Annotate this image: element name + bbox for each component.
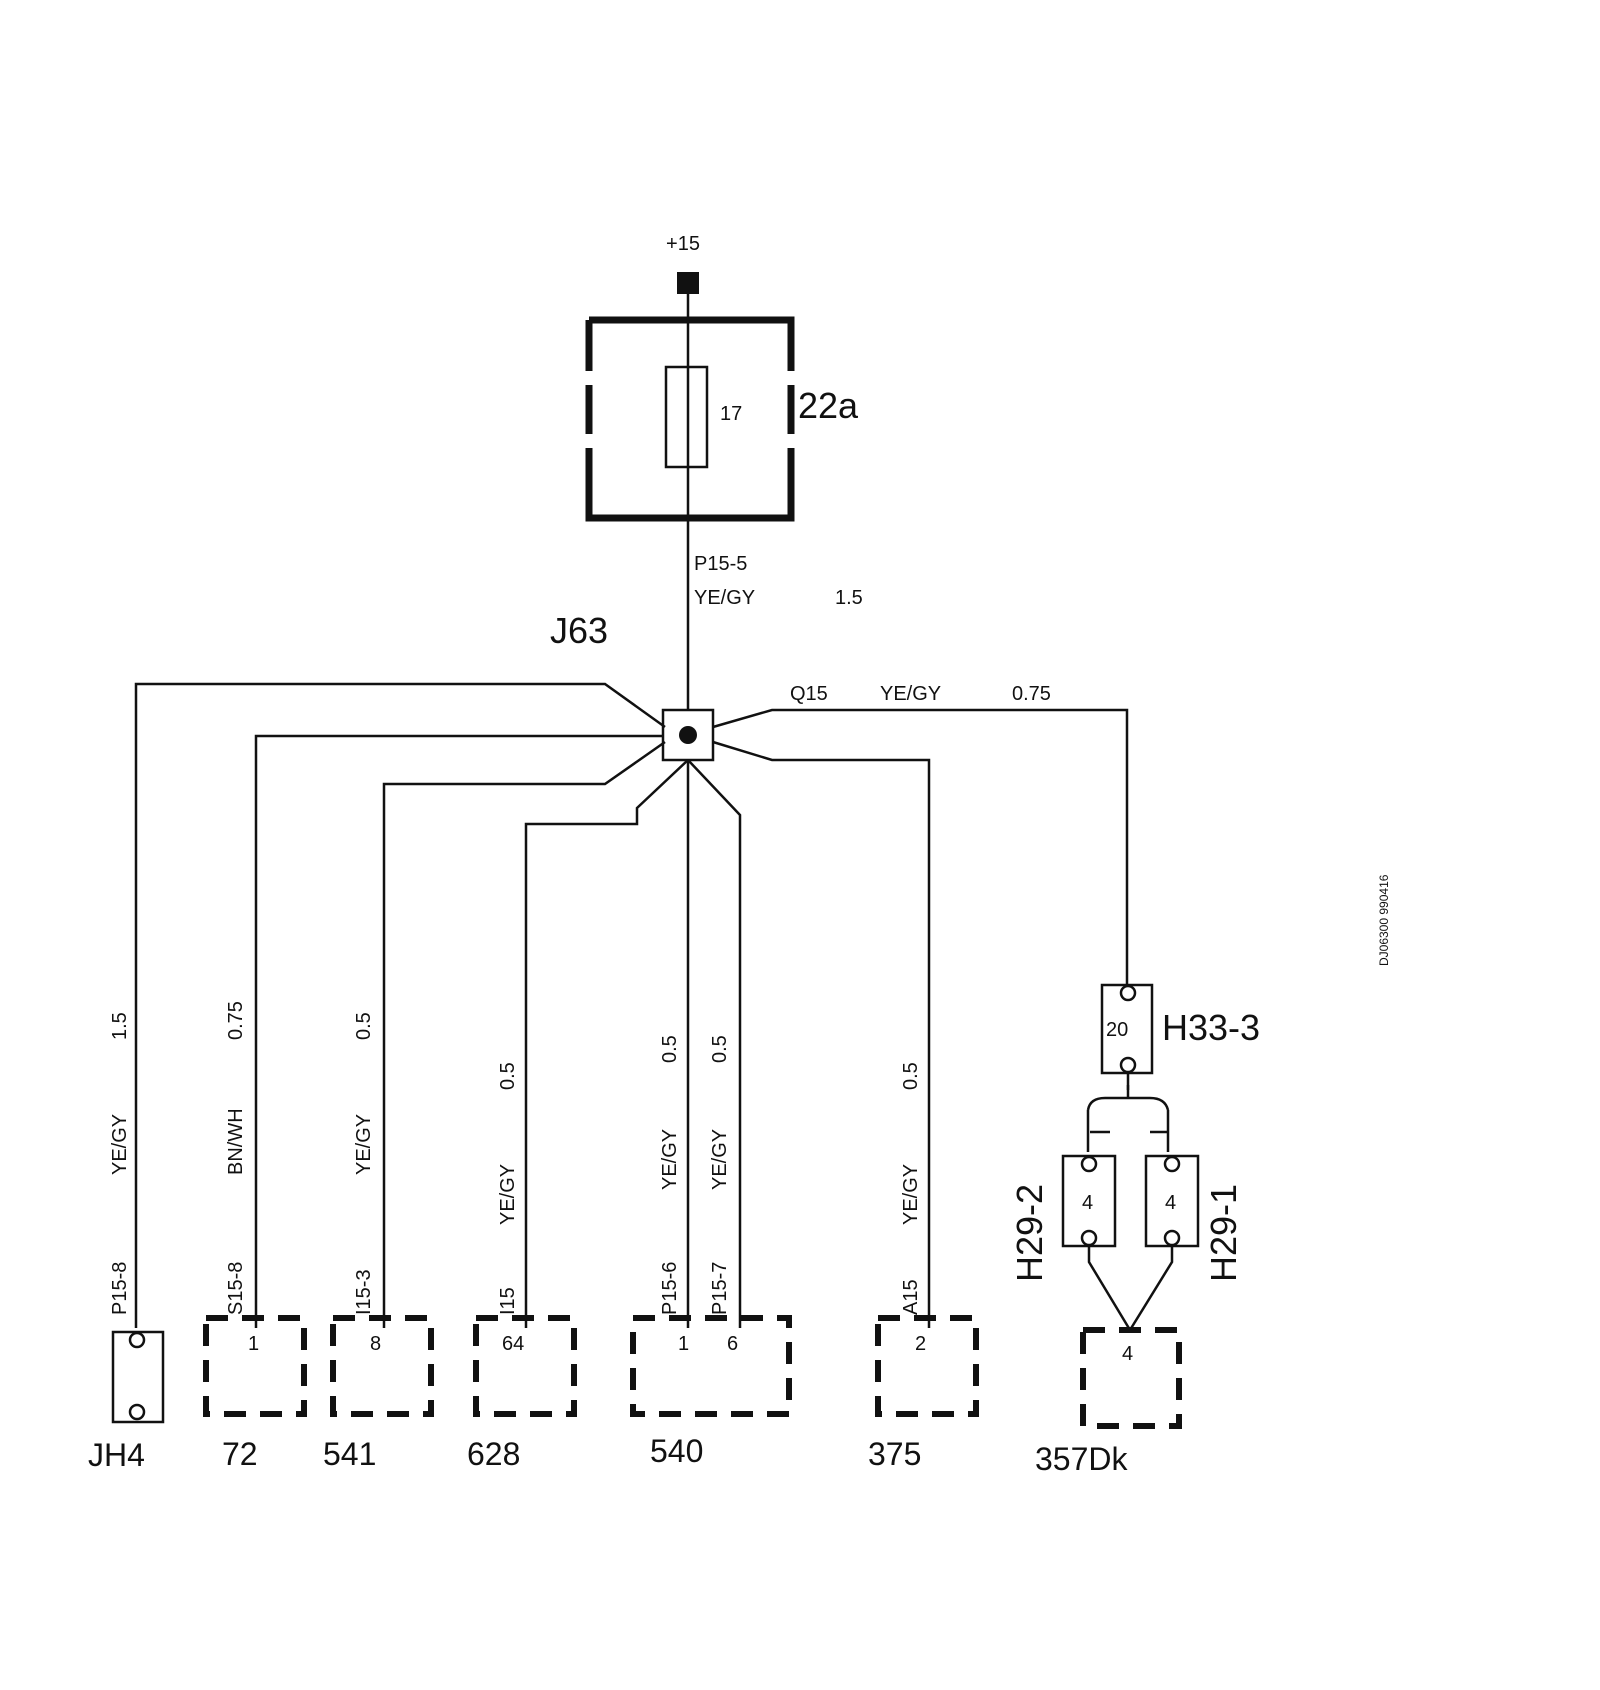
component-540: 1 6 540 — [630, 1315, 792, 1469]
pin-number: 64 — [502, 1333, 524, 1355]
branch-code: P15-8 — [109, 1262, 131, 1315]
branch-color: YE/GY — [109, 1114, 131, 1175]
branch-code: P15-6 — [659, 1262, 681, 1315]
q15-color: YE/GY — [880, 683, 941, 705]
supply-wire-size: 1.5 — [835, 587, 863, 609]
pin-number: 4 — [1122, 1343, 1133, 1365]
connector-label: H33-3 — [1162, 1007, 1260, 1048]
q15-size: 0.75 — [1012, 683, 1051, 705]
component-628: 64 628 — [467, 1315, 577, 1472]
branch-color: BN/WH — [225, 1108, 247, 1175]
connector-h29-2: 4 H29-2 — [1009, 1154, 1117, 1282]
pin-number: 2 — [915, 1333, 926, 1355]
component-label: 72 — [222, 1436, 258, 1472]
component-label: 375 — [868, 1436, 921, 1472]
branch-6-labels: 0.5 YE/GY A15 — [900, 1062, 922, 1315]
branch-size: 0.5 — [659, 1035, 681, 1063]
branch-1-labels: 0.75 BN/WH S15-8 — [225, 1001, 247, 1315]
component-label: 357Dk — [1035, 1441, 1129, 1477]
branch-size: 0.5 — [497, 1062, 519, 1090]
h29-merge-wires — [1087, 1245, 1174, 1333]
pin-number: 6 — [727, 1333, 738, 1355]
fuse-box-22a: 17 22a — [585, 316, 859, 522]
supply-label: +15 — [666, 233, 700, 255]
supply-wire-code: P15-5 — [694, 553, 747, 575]
h29-bracket — [1086, 1072, 1170, 1152]
branch-size: 0.5 — [900, 1062, 922, 1090]
pin-number: 4 — [1165, 1192, 1176, 1214]
component-375: 2 375 — [868, 1315, 979, 1472]
branch-2-labels: 0.5 YE/GY I15-3 — [353, 1012, 375, 1315]
branch-code: P15-7 — [709, 1262, 731, 1315]
branch-code: I15 — [497, 1287, 519, 1315]
q15-code: Q15 — [790, 683, 828, 705]
fuse-element — [664, 365, 709, 469]
connector-label: H29-1 — [1203, 1184, 1244, 1282]
branch-size: 0.5 — [709, 1035, 731, 1063]
branch-color: YE/GY — [659, 1129, 681, 1190]
branch-4-labels: 0.5 YE/GY P15-6 — [659, 1035, 681, 1315]
branch-color: YE/GY — [709, 1129, 731, 1190]
fuse-box-label: 22a — [798, 385, 859, 426]
pin-number: 20 — [1106, 1019, 1128, 1041]
junction-node — [679, 726, 697, 744]
branch-3-labels: 0.5 YE/GY I15 — [497, 1062, 519, 1315]
component-label: 540 — [650, 1433, 703, 1469]
pin-number: 1 — [248, 1333, 259, 1355]
component-label: JH4 — [88, 1437, 145, 1473]
component-357dk: 4 357Dk — [1035, 1327, 1182, 1477]
pin-number: 1 — [678, 1333, 689, 1355]
branch-code: S15-8 — [225, 1262, 247, 1315]
pin-number: 4 — [1082, 1192, 1093, 1214]
branch-size: 0.75 — [225, 1001, 247, 1040]
branch-size: 0.5 — [353, 1012, 375, 1040]
pin-number: 8 — [370, 1333, 381, 1355]
component-jh4: JH4 — [88, 1330, 165, 1473]
branch-color: YE/GY — [353, 1114, 375, 1175]
supply-wire-color: YE/GY — [694, 587, 755, 609]
component-72: 1 72 — [203, 1315, 307, 1472]
component-541: 8 541 — [323, 1315, 434, 1472]
branch-code: A15 — [900, 1279, 922, 1315]
connector-label: H29-2 — [1009, 1184, 1050, 1282]
branch-size: 1.5 — [109, 1012, 131, 1040]
branch-color: YE/GY — [900, 1164, 922, 1225]
connector-h33-3: 20 H33-3 — [1100, 983, 1260, 1075]
component-label: 628 — [467, 1436, 520, 1472]
doc-reference: DJ06300 990416 — [1377, 874, 1391, 966]
branch-wires — [134, 682, 1129, 1328]
connector-h29-1: 4 H29-1 — [1144, 1154, 1244, 1282]
junction-label: J63 — [550, 610, 608, 651]
branch-0-labels: 1.5 YE/GY P15-8 — [109, 1012, 131, 1315]
supply-terminal — [677, 272, 699, 294]
fuse-number: 17 — [720, 403, 742, 425]
branch-5-labels: 0.5 YE/GY P15-7 — [709, 1035, 731, 1315]
branch-color: YE/GY — [497, 1164, 519, 1225]
component-label: 541 — [323, 1436, 376, 1472]
branch-code: I15-3 — [353, 1269, 375, 1315]
